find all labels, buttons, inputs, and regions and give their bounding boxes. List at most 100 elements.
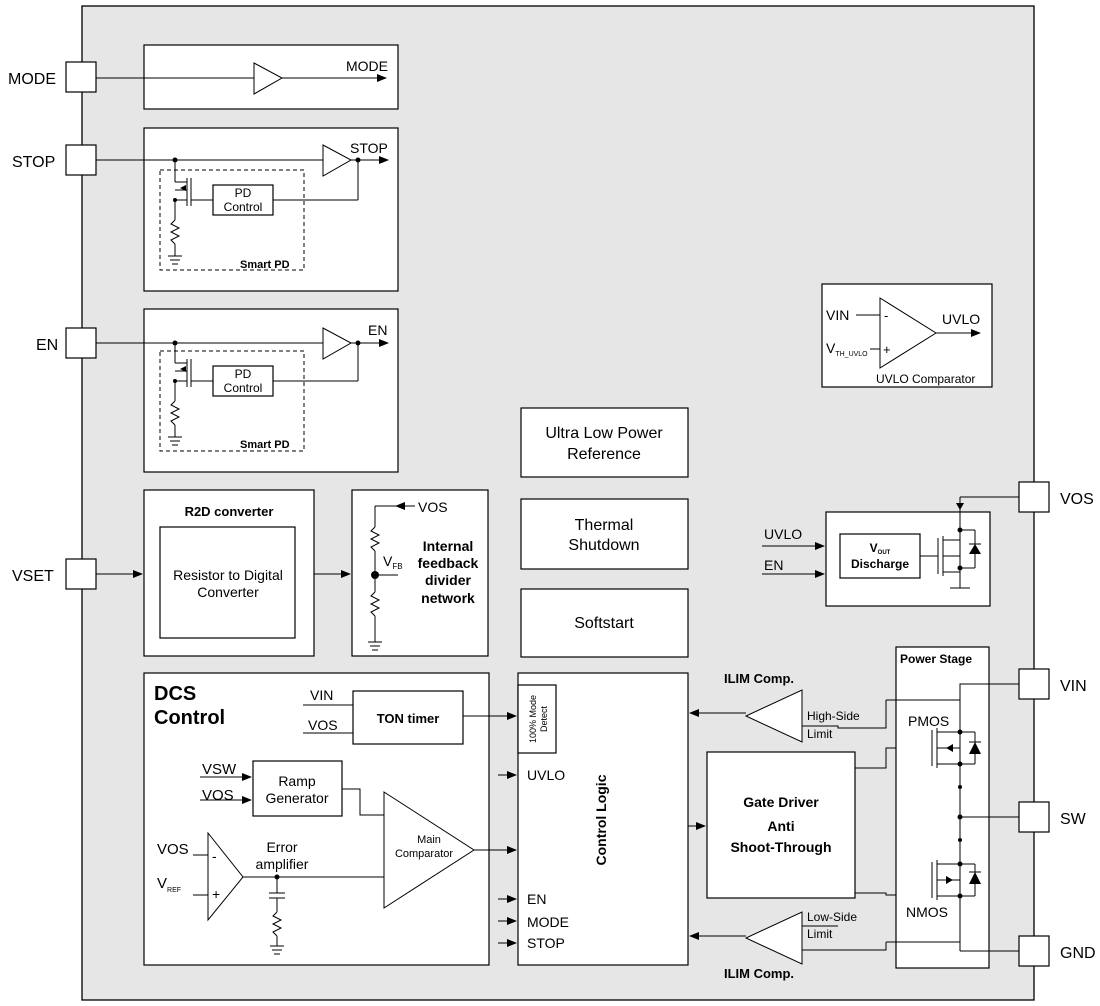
- ton-timer-label: TON timer: [377, 711, 440, 726]
- erramp-label-1: Error: [266, 839, 297, 855]
- ramp-label-2: Generator: [265, 790, 328, 806]
- pmos-label: PMOS: [908, 713, 949, 729]
- erramp-plus: +: [212, 886, 220, 902]
- ramp-label-1: Ramp: [278, 773, 316, 789]
- gate-driver-label-2: Anti: [767, 818, 794, 834]
- en-buffer-block: EN PD Control Smart PD: [96, 308, 399, 473]
- uvlo-comp-vth-label: VTH_UVLO: [826, 340, 868, 358]
- feedback-label-2: feedback: [418, 555, 479, 571]
- power-stage-title: Power Stage: [900, 652, 972, 666]
- pin-vin-label: VIN: [1060, 678, 1087, 695]
- reference-label-2: Reference: [567, 446, 641, 463]
- r2d-label-2: Converter: [197, 584, 259, 600]
- discharge-en-label: EN: [764, 557, 783, 573]
- gate-driver-block: Gate Driver Anti Shoot-Through: [706, 747, 932, 899]
- ilim-low-label-2: Limit: [807, 927, 833, 941]
- r2d-label-1: Resistor to Digital: [173, 567, 283, 583]
- mode-detect-label-1: 100% Mode: [528, 695, 538, 743]
- erramp-vos-label: VOS: [157, 841, 189, 858]
- reference-block: Ultra Low Power Reference: [520, 407, 689, 478]
- main-comparator-label-1: Main: [417, 834, 441, 846]
- uvlo-comp-out-label: UVLO: [942, 311, 980, 327]
- feedback-label-1: Internal: [423, 538, 474, 554]
- control-stop-label: STOP: [527, 935, 565, 951]
- discharge-label-2: Discharge: [851, 557, 909, 571]
- feedback-vfb-label: VFB: [383, 553, 403, 571]
- uvlo-comp-plus: +: [883, 342, 891, 357]
- pin-en-label: EN: [36, 337, 58, 354]
- pin-vset: VSET: [12, 558, 97, 590]
- pin-mode-label: MODE: [8, 71, 56, 88]
- ton-vos-label: VOS: [308, 717, 338, 733]
- discharge-block: VOUT Discharge UVLO EN: [762, 496, 1019, 607]
- control-logic-block: 100% Mode Detect Control Logic UVLO EN M…: [498, 672, 706, 966]
- thermal-shutdown-block: Thermal Shutdown: [520, 498, 689, 570]
- gate-driver-label-1: Gate Driver: [743, 794, 819, 810]
- r2d-title: R2D converter: [185, 504, 274, 519]
- feedback-label-4: network: [421, 590, 475, 606]
- control-uvlo-label: UVLO: [527, 767, 565, 783]
- dcs-control-block: DCS Control TON timer VIN VOS Ramp Gener…: [143, 672, 517, 966]
- ilim-high-label-2: Limit: [807, 727, 833, 741]
- reference-label-1: Ultra Low Power: [545, 425, 663, 442]
- uvlo-comparator-block: VIN - + VTH_UVLO UVLO UVLO Comparator: [821, 283, 993, 388]
- softstart-label: Softstart: [574, 615, 634, 632]
- nmos-label: NMOS: [906, 904, 948, 920]
- dcs-title-1: DCS: [154, 683, 196, 705]
- discharge-uvlo-label: UVLO: [764, 526, 802, 542]
- erramp-label-2: amplifier: [256, 856, 309, 872]
- stop-buffer-out-label: STOP: [350, 140, 388, 156]
- uvlo-comp-minus: -: [884, 308, 888, 323]
- mode-detect-label-2: Detect: [539, 705, 549, 732]
- mode-buffer-out-label: MODE: [346, 58, 388, 74]
- ton-vin-label: VIN: [310, 687, 333, 703]
- control-mode-label: MODE: [527, 914, 569, 930]
- pin-en: EN: [36, 327, 97, 359]
- en-buffer-out-label: EN: [368, 322, 387, 338]
- pin-vos-label: VOS: [1060, 491, 1094, 508]
- ilim-high-title: ILIM Comp.: [724, 671, 794, 686]
- pin-mode: MODE: [8, 61, 97, 93]
- uvlo-comp-title: UVLO Comparator: [876, 372, 975, 386]
- erramp-minus: -: [212, 848, 217, 864]
- en-pd-label-2: Control: [224, 381, 263, 395]
- r2d-converter-block: R2D converter Resistor to Digital Conver…: [96, 489, 351, 657]
- en-pd-label-1: PD: [235, 367, 252, 381]
- ilim-high-comparator: ILIM Comp. High-Side Limit: [689, 671, 887, 743]
- feedback-label-3: divider: [425, 572, 471, 588]
- pin-gnd-label: GND: [1060, 945, 1096, 962]
- stop-smart-pd-label: Smart PD: [240, 259, 290, 271]
- pin-vset-label: VSET: [12, 568, 54, 585]
- ramp-vsw-label: VSW: [202, 761, 237, 778]
- pin-stop-label: STOP: [12, 154, 55, 171]
- ilim-low-label-1: Low-Side: [807, 910, 857, 924]
- pin-sw-label: SW: [1060, 811, 1087, 828]
- thermal-label-1: Thermal: [575, 517, 634, 534]
- ilim-low-comparator: ILIM Comp. Low-Side Limit: [689, 910, 887, 981]
- stop-pd-label-2: Control: [224, 200, 263, 214]
- en-smart-pd-label: Smart PD: [240, 439, 290, 451]
- pin-vos: VOS: [1018, 481, 1094, 513]
- ilim-high-label-1: High-Side: [807, 709, 860, 723]
- discharge-label-1: VOUT: [870, 541, 891, 556]
- ilim-low-title: ILIM Comp.: [724, 966, 794, 981]
- dcs-title-2: Control: [154, 707, 225, 729]
- gate-driver-label-3: Shoot-Through: [730, 839, 831, 855]
- pin-sw: SW: [1018, 801, 1087, 833]
- softstart-block: Softstart: [520, 588, 689, 658]
- control-logic-title: Control Logic: [593, 774, 609, 865]
- pin-stop: STOP: [12, 144, 97, 176]
- thermal-label-2: Shutdown: [568, 537, 639, 554]
- control-en-label: EN: [527, 891, 546, 907]
- erramp-vref-label: VREF: [157, 875, 181, 894]
- ramp-vos-label: VOS: [202, 787, 234, 804]
- feedback-divider-block: VOS VFB Internal feedback divider networ…: [351, 489, 489, 657]
- stop-pd-label-1: PD: [235, 186, 252, 200]
- main-comparator-label-2: Comparator: [395, 848, 453, 860]
- mode-buffer-block: MODE: [96, 44, 399, 110]
- pin-vin: VIN: [1018, 668, 1087, 700]
- power-stage-block: Power Stage PMOS NMOS: [886, 646, 1019, 969]
- pin-gnd: GND: [1018, 935, 1096, 967]
- feedback-vos-label: VOS: [418, 499, 448, 515]
